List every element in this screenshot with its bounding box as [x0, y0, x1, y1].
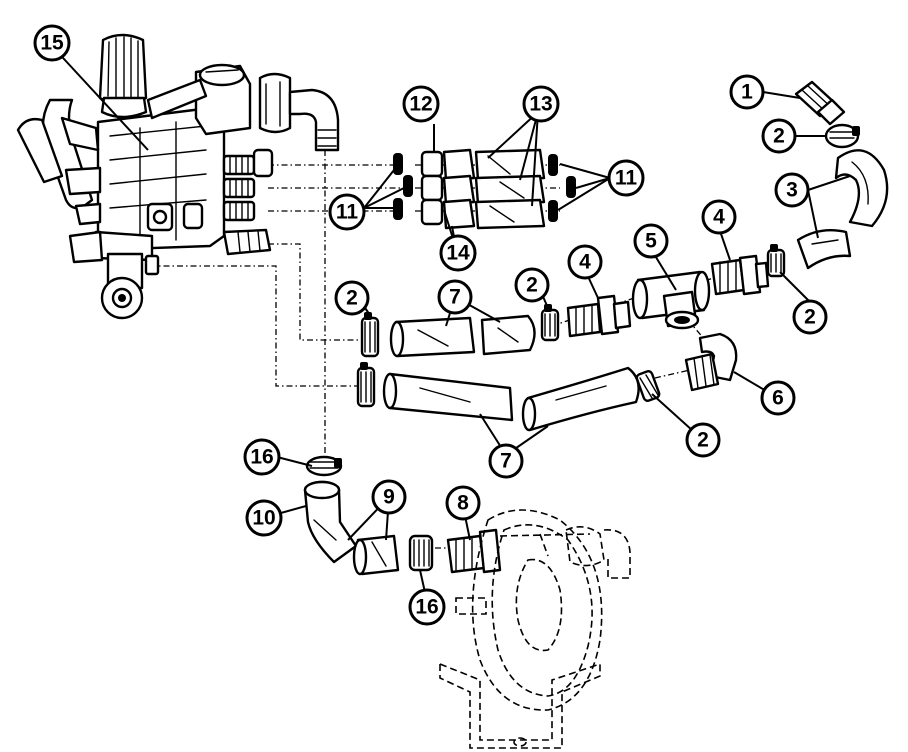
badge-11a: 11: [607, 159, 645, 197]
hose-barb-8: [446, 528, 502, 574]
couplers-12: [420, 150, 444, 226]
svg-text:7: 7: [449, 286, 461, 309]
centrifugal-pump: [439, 509, 631, 749]
badge-7b: 7: [488, 443, 524, 479]
tee-fitting-5: [631, 270, 711, 330]
svg-text:1: 1: [741, 81, 753, 104]
hose-clamp-16-bottom: [408, 534, 434, 572]
badge-2a: 2: [761, 118, 797, 154]
svg-text:16: 16: [250, 446, 273, 469]
coupler-9: [352, 534, 400, 576]
svg-text:11: 11: [615, 167, 638, 190]
svg-text:13: 13: [529, 93, 552, 116]
badge-4b: 4: [567, 244, 603, 280]
small-clamps-11-left: [393, 153, 413, 220]
badge-5: 5: [633, 223, 669, 259]
hose-clamp-2-mid: [540, 304, 560, 342]
badge-16b: 16: [408, 588, 446, 626]
svg-text:14: 14: [446, 242, 470, 265]
badge-2b: 2: [792, 299, 828, 335]
svg-text:5: 5: [645, 230, 657, 253]
badge-1: 1: [729, 74, 765, 110]
hose-barb-1: [794, 80, 846, 126]
short-hoses-13-14: [442, 148, 546, 230]
svg-text:2: 2: [526, 274, 538, 297]
badge-4a: 4: [701, 199, 737, 235]
badge-6: 6: [760, 380, 796, 416]
badge-11b: 11: [328, 193, 366, 231]
threaded-nipple-4-right: [710, 254, 770, 296]
svg-text:4: 4: [579, 251, 591, 274]
hose-7-lower: [382, 366, 640, 432]
hose-clamp-2-lower: [635, 370, 661, 402]
badge-12: 12: [402, 85, 440, 123]
badge-14: 14: [439, 234, 477, 272]
svg-text:3: 3: [786, 179, 798, 202]
svg-text:2: 2: [697, 429, 709, 452]
manifold-outlets: [222, 148, 274, 222]
hose-clamp-16-top: [305, 455, 343, 477]
hose-clamp-2-top: [824, 123, 860, 149]
badge-13: 13: [522, 85, 560, 123]
badge-16a: 16: [243, 438, 281, 476]
svg-text:16: 16: [415, 596, 438, 619]
svg-text:2: 2: [804, 306, 816, 329]
svg-text:6: 6: [772, 387, 784, 410]
svg-text:12: 12: [409, 93, 432, 116]
badge-8: 8: [445, 485, 481, 521]
svg-text:2: 2: [773, 125, 785, 148]
badge-3: 3: [774, 172, 810, 208]
elbow-10: [303, 480, 358, 564]
badge-10: 10: [245, 499, 283, 537]
svg-text:11: 11: [336, 201, 359, 224]
hose-7-upper: [389, 314, 536, 358]
svg-text:2: 2: [346, 287, 358, 310]
elbow-barb-6: [684, 332, 738, 392]
badge-7a: 7: [437, 279, 473, 315]
small-clamps-11-right: [548, 154, 576, 222]
badge-9: 9: [371, 479, 407, 515]
svg-text:7: 7: [500, 450, 512, 473]
svg-text:10: 10: [252, 507, 275, 530]
badge-2d: 2: [334, 280, 370, 316]
badge-15: 15: [33, 24, 71, 62]
threaded-nipple-4-left: [566, 294, 632, 338]
elbow-hose-3: [796, 149, 889, 270]
hose-clamps-2-left: [356, 312, 380, 408]
hose-clamp-2-right: [766, 244, 786, 278]
svg-text:8: 8: [457, 492, 469, 515]
svg-text:9: 9: [383, 486, 395, 509]
badge-2e: 2: [685, 422, 721, 458]
svg-text:4: 4: [713, 206, 725, 229]
svg-text:15: 15: [40, 32, 64, 55]
control-valve-manifold: [16, 33, 340, 320]
badge-2c: 2: [514, 267, 550, 303]
